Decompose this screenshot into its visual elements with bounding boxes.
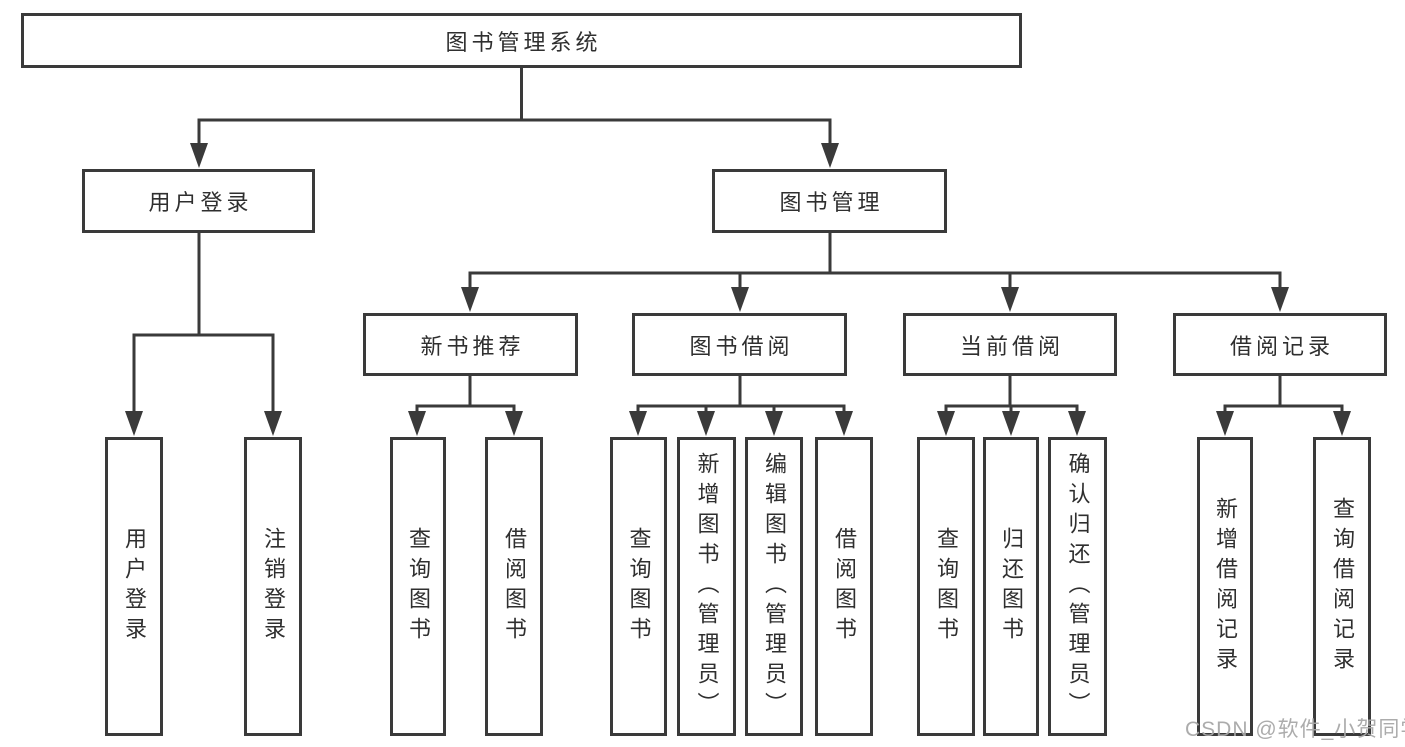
leaf-record-query-borrow-record: 查询借阅记录 [1313, 437, 1371, 736]
leaf-record-query-borrow-record-label: 查询借阅记录 [1330, 496, 1355, 677]
leaf-borrow-borrow-book: 借阅图书 [815, 437, 873, 736]
node-current-borrow: 当前借阅 [903, 313, 1117, 376]
leaf-borrow-borrow-book-label: 借阅图书 [832, 526, 857, 647]
leaf-current-query-book-label: 查询图书 [934, 526, 959, 647]
leaf-logout-login: 注销登录 [244, 437, 302, 736]
node-book-management: 图书管理 [712, 169, 947, 233]
leaf-logout-login-label: 注销登录 [261, 526, 286, 647]
node-book-management-label: 图书管理 [779, 190, 884, 215]
leaf-borrow-add-book-admin-label: 新增图书（管理员） [694, 451, 720, 722]
leaf-recommend-borrow-book: 借阅图书 [485, 437, 543, 736]
csdn-watermark: CSDN @软件_小贺同学 [1185, 718, 1405, 741]
connector-lines [132, 66, 1344, 416]
leaf-current-query-book: 查询图书 [917, 437, 975, 736]
leaf-record-add-borrow-record-label: 新增借阅记录 [1213, 496, 1238, 677]
leaf-recommend-query-book: 查询图书 [390, 437, 446, 736]
node-user-login-label: 用户登录 [148, 190, 253, 215]
leaf-borrow-edit-book-admin: 编辑图书（管理员） [745, 437, 803, 736]
node-book-borrow: 图书借阅 [632, 313, 847, 376]
leaf-recommend-query-book-label: 查询图书 [406, 526, 431, 647]
leaf-recommend-borrow-book-label: 借阅图书 [502, 526, 527, 647]
node-root: 图书管理系统 [21, 13, 1022, 68]
connector-arrowheads [125, 143, 1351, 436]
node-borrow-record-label: 借阅记录 [1229, 333, 1334, 359]
node-new-book-recommend: 新书推荐 [363, 313, 578, 376]
leaf-record-add-borrow-record: 新增借阅记录 [1197, 437, 1253, 736]
leaf-current-return-book: 归还图书 [983, 437, 1039, 736]
leaf-user-login: 用户登录 [105, 437, 163, 736]
leaf-borrow-query-book-label: 查询图书 [626, 526, 652, 647]
node-borrow-record: 借阅记录 [1173, 313, 1387, 376]
node-current-borrow-label: 当前借阅 [959, 333, 1064, 359]
node-user-login: 用户登录 [82, 169, 315, 233]
leaf-borrow-edit-book-admin-label: 编辑图书（管理员） [762, 451, 787, 722]
node-book-borrow-label: 图书借阅 [689, 333, 794, 359]
leaf-current-confirm-return-admin: 确认归还（管理员） [1048, 437, 1107, 736]
leaf-current-return-book-label: 归还图书 [999, 526, 1024, 647]
leaf-user-login-label: 用户登录 [122, 526, 147, 647]
node-root-label: 图书管理系统 [445, 29, 602, 55]
leaf-borrow-query-book: 查询图书 [610, 437, 667, 736]
leaf-borrow-add-book-admin: 新增图书（管理员） [677, 437, 736, 736]
leaf-current-confirm-return-admin-label: 确认归还（管理员） [1065, 451, 1091, 722]
node-new-book-recommend-label: 新书推荐 [420, 333, 525, 359]
